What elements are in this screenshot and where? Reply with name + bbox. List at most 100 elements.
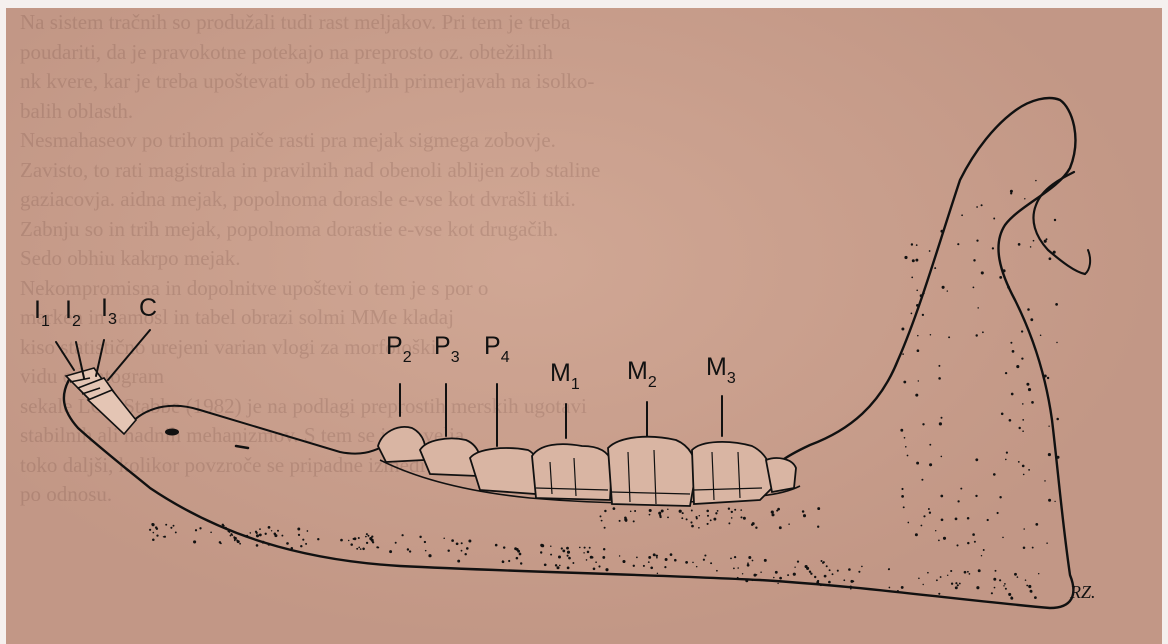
stipple-dot	[928, 508, 930, 510]
stipple-dot	[948, 336, 950, 338]
stipple-dot	[1008, 593, 1011, 596]
stipple-dot	[409, 550, 411, 552]
stipple-dot	[734, 556, 736, 558]
stipple-dot	[619, 520, 621, 522]
stipple-dot	[929, 512, 931, 514]
stipple-dot	[366, 542, 368, 544]
stipple-dot	[977, 307, 979, 309]
stipple-dot	[424, 541, 426, 543]
stipple-dot	[901, 495, 904, 498]
stipple-dot	[259, 533, 262, 536]
stipple-dot	[691, 525, 694, 528]
stipple-dot	[682, 512, 684, 514]
label-c: C	[139, 294, 157, 322]
stipple-dot	[976, 239, 978, 241]
stipple-dot	[1030, 318, 1033, 321]
stipple-dot	[572, 562, 574, 564]
stipple-dot	[358, 537, 360, 539]
stipple-dot	[366, 533, 368, 535]
stipple-dot	[728, 508, 730, 510]
stipple-dot	[692, 562, 694, 564]
stipple-dot	[921, 479, 923, 481]
stipple-dot	[734, 509, 736, 511]
stipple-dot	[656, 555, 658, 557]
stipple-dot	[861, 566, 863, 568]
stipple-dot	[664, 566, 666, 568]
stipple-dot	[656, 557, 658, 559]
stipple-dot	[633, 520, 635, 522]
stipple-dot	[1010, 190, 1013, 193]
stipple-dot	[613, 507, 616, 510]
stipple-dot	[557, 566, 560, 569]
stipple-dot	[350, 543, 353, 546]
stipple-dot	[1054, 501, 1055, 502]
stipple-dot	[981, 555, 982, 556]
stipple-dot	[942, 286, 945, 289]
stipple-dot	[730, 558, 732, 560]
stipple-dot	[540, 544, 543, 547]
stipple-dot	[457, 560, 460, 563]
stipple-dot	[567, 551, 570, 554]
stipple-dot	[992, 247, 994, 249]
stipple-dot	[900, 429, 903, 432]
stipple-dot	[1007, 286, 1010, 289]
stipple-dot	[696, 517, 698, 519]
stipple-dot	[1005, 372, 1007, 374]
stipple-dot	[356, 548, 358, 550]
stipple-dot	[520, 562, 522, 564]
stipple-dot	[915, 533, 918, 536]
stipple-dot	[829, 569, 831, 571]
stipple-dot	[764, 559, 767, 562]
stipple-dot	[737, 567, 739, 569]
stipple-dot	[917, 335, 919, 337]
stipple-dot	[291, 547, 294, 550]
stipple-dot	[1004, 583, 1006, 585]
stipple-dot	[982, 331, 984, 333]
stipple-dot	[1021, 357, 1023, 359]
stipple-dot	[901, 488, 903, 490]
stipple-dot	[348, 540, 349, 541]
stipple-dot	[360, 548, 362, 550]
stipple-dot	[367, 535, 369, 537]
stipple-dot	[973, 259, 975, 261]
stipple-dot	[822, 562, 824, 564]
stipple-dot	[223, 525, 225, 527]
stipple-dot	[751, 524, 753, 526]
stipple-dot	[566, 547, 569, 550]
stipple-dot	[165, 524, 167, 526]
molars	[532, 437, 796, 506]
stipple-dot	[428, 554, 431, 557]
stipple-dot	[704, 554, 706, 556]
stipple-dot	[156, 534, 158, 536]
stipple-dot	[964, 571, 967, 574]
stipple-dot	[696, 566, 698, 568]
stipple-dot	[603, 548, 605, 550]
stipple-dot	[927, 572, 929, 574]
stipple-dot	[1005, 459, 1007, 461]
stipple-dot	[848, 568, 851, 571]
stipple-dot	[649, 514, 651, 516]
stipple-dot	[901, 586, 904, 589]
stipple-dot	[648, 561, 650, 563]
stipple-dot	[1056, 342, 1057, 343]
stipple-dot	[229, 531, 231, 533]
stipple-dot	[670, 553, 673, 556]
stipple-dot	[584, 547, 586, 549]
stipple-dot	[938, 593, 940, 595]
stipple-dot	[771, 511, 774, 514]
stipple-dot	[649, 509, 652, 512]
stipple-dot	[567, 555, 569, 557]
stipple-dot	[195, 529, 197, 531]
stipple-dot	[586, 559, 588, 561]
stipple-dot	[994, 587, 996, 589]
stipple-dot	[938, 540, 940, 542]
stipple-dot	[149, 529, 151, 531]
stipple-dot	[935, 530, 936, 531]
stipple-dot	[976, 206, 978, 208]
stipple-dot	[220, 542, 222, 544]
stipple-dot	[915, 259, 918, 262]
stipple-dot	[940, 230, 943, 233]
stipple-dot	[903, 381, 906, 384]
stipple-dot	[922, 314, 924, 316]
stipple-dot	[922, 584, 923, 585]
